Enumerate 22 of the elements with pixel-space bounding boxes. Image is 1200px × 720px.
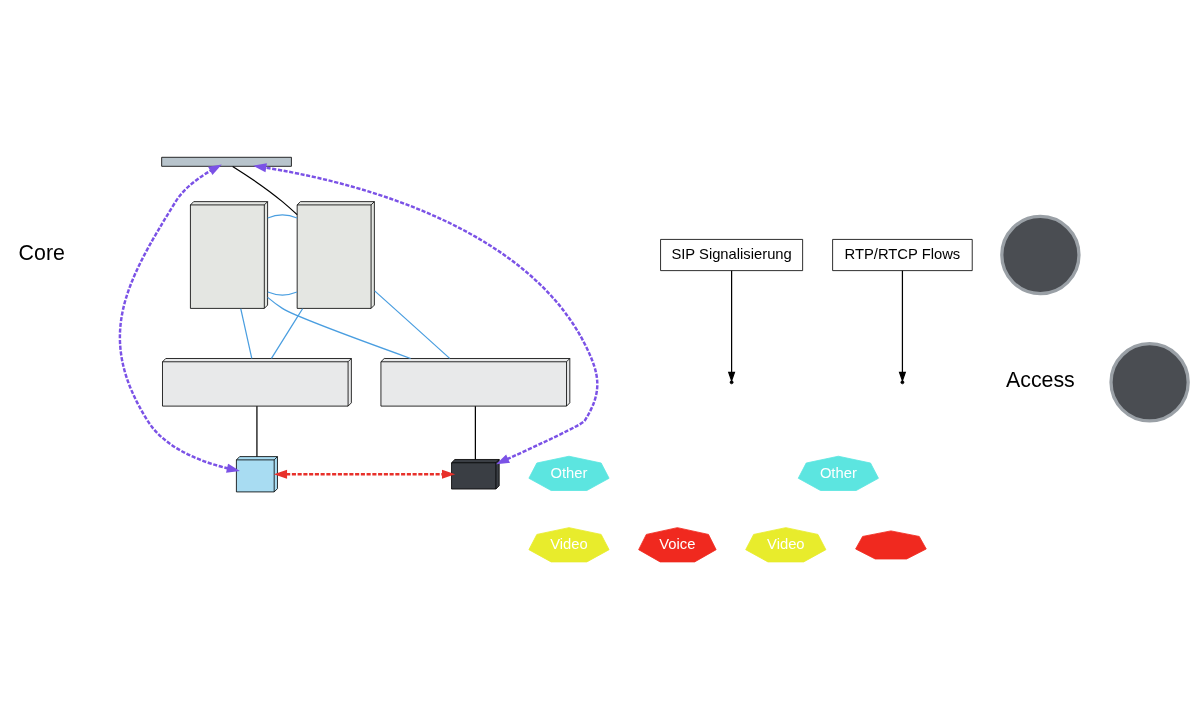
connector bbox=[474, 405, 476, 460]
connector bbox=[267, 296, 412, 359]
connector bbox=[240, 307, 253, 359]
connector bbox=[267, 290, 298, 296]
connector bbox=[374, 289, 451, 359]
arrow bbox=[253, 162, 599, 464]
node-gear bbox=[855, 529, 927, 559]
node-box: RTP/RTCP Flows bbox=[832, 238, 973, 271]
label: Core bbox=[18, 240, 65, 265]
connector bbox=[270, 307, 304, 359]
node-bar bbox=[161, 156, 292, 167]
node-circle bbox=[1000, 214, 1081, 295]
node-box: SIP Signalisierung bbox=[660, 238, 804, 271]
arrow bbox=[727, 269, 736, 382]
connector bbox=[232, 165, 298, 215]
node-circle bbox=[1109, 341, 1190, 423]
arrow bbox=[118, 164, 240, 473]
label: Access bbox=[1005, 367, 1075, 392]
connector bbox=[256, 405, 258, 457]
arrow bbox=[273, 469, 456, 479]
connector bbox=[267, 213, 298, 219]
arrow bbox=[898, 269, 907, 382]
